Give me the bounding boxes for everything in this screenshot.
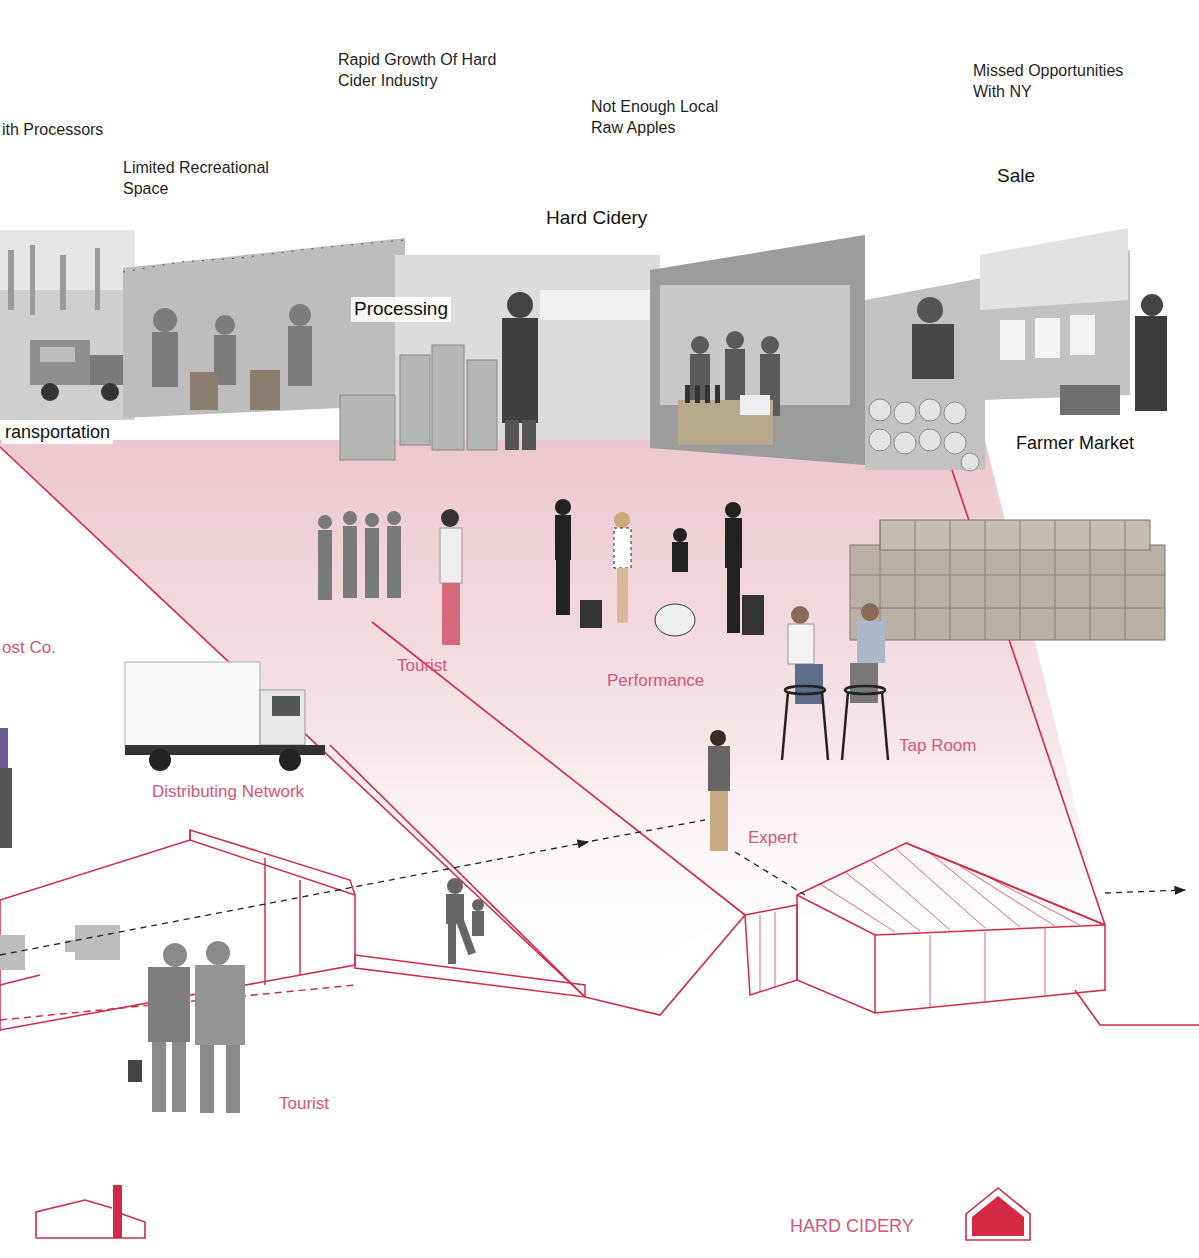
legend-text: HARD CIDERY (790, 1215, 914, 1238)
photo-collage (0, 228, 1167, 471)
actor-label: Expert (748, 827, 797, 849)
tap-room-figures (782, 603, 888, 760)
truck (125, 662, 325, 771)
issue-note: Rapid Growth Of Hard Cider Industry (338, 50, 528, 92)
activity-label: Tap Room (899, 735, 976, 757)
cidery-building (745, 843, 1105, 1013)
stage-title: Sale (997, 164, 1035, 189)
flow-arrows (0, 820, 1185, 955)
actor-label: Tourist (279, 1093, 329, 1115)
stage-title: ransportation (2, 421, 113, 444)
stage-title: Hard Cidery (546, 206, 647, 231)
issue-note: Not Enough Local Raw Apples (591, 97, 746, 139)
tourist-figures (128, 941, 245, 1113)
projection-lines (0, 447, 1199, 1025)
activity-label: Performance (607, 670, 704, 692)
actor-label: Distributing Network (152, 781, 304, 803)
building-icon (36, 1185, 1030, 1240)
band-figures (555, 499, 764, 636)
issue-note: ith Processors (2, 120, 103, 141)
issue-note: Missed Opportunities With NY (973, 61, 1145, 103)
actor-label: Tourist (397, 655, 447, 677)
tourist-figures (318, 509, 462, 645)
stage-title: Processing (351, 297, 451, 322)
machines (0, 925, 120, 970)
stage-title: Farmer Market (1016, 432, 1134, 455)
person-figure (0, 728, 12, 848)
child-figure (446, 878, 484, 964)
issue-note: Limited Recreational Space (123, 158, 293, 200)
expert-figure (708, 730, 730, 851)
barrel-stack (850, 520, 1165, 640)
actor-label: ost Co. (2, 637, 56, 659)
